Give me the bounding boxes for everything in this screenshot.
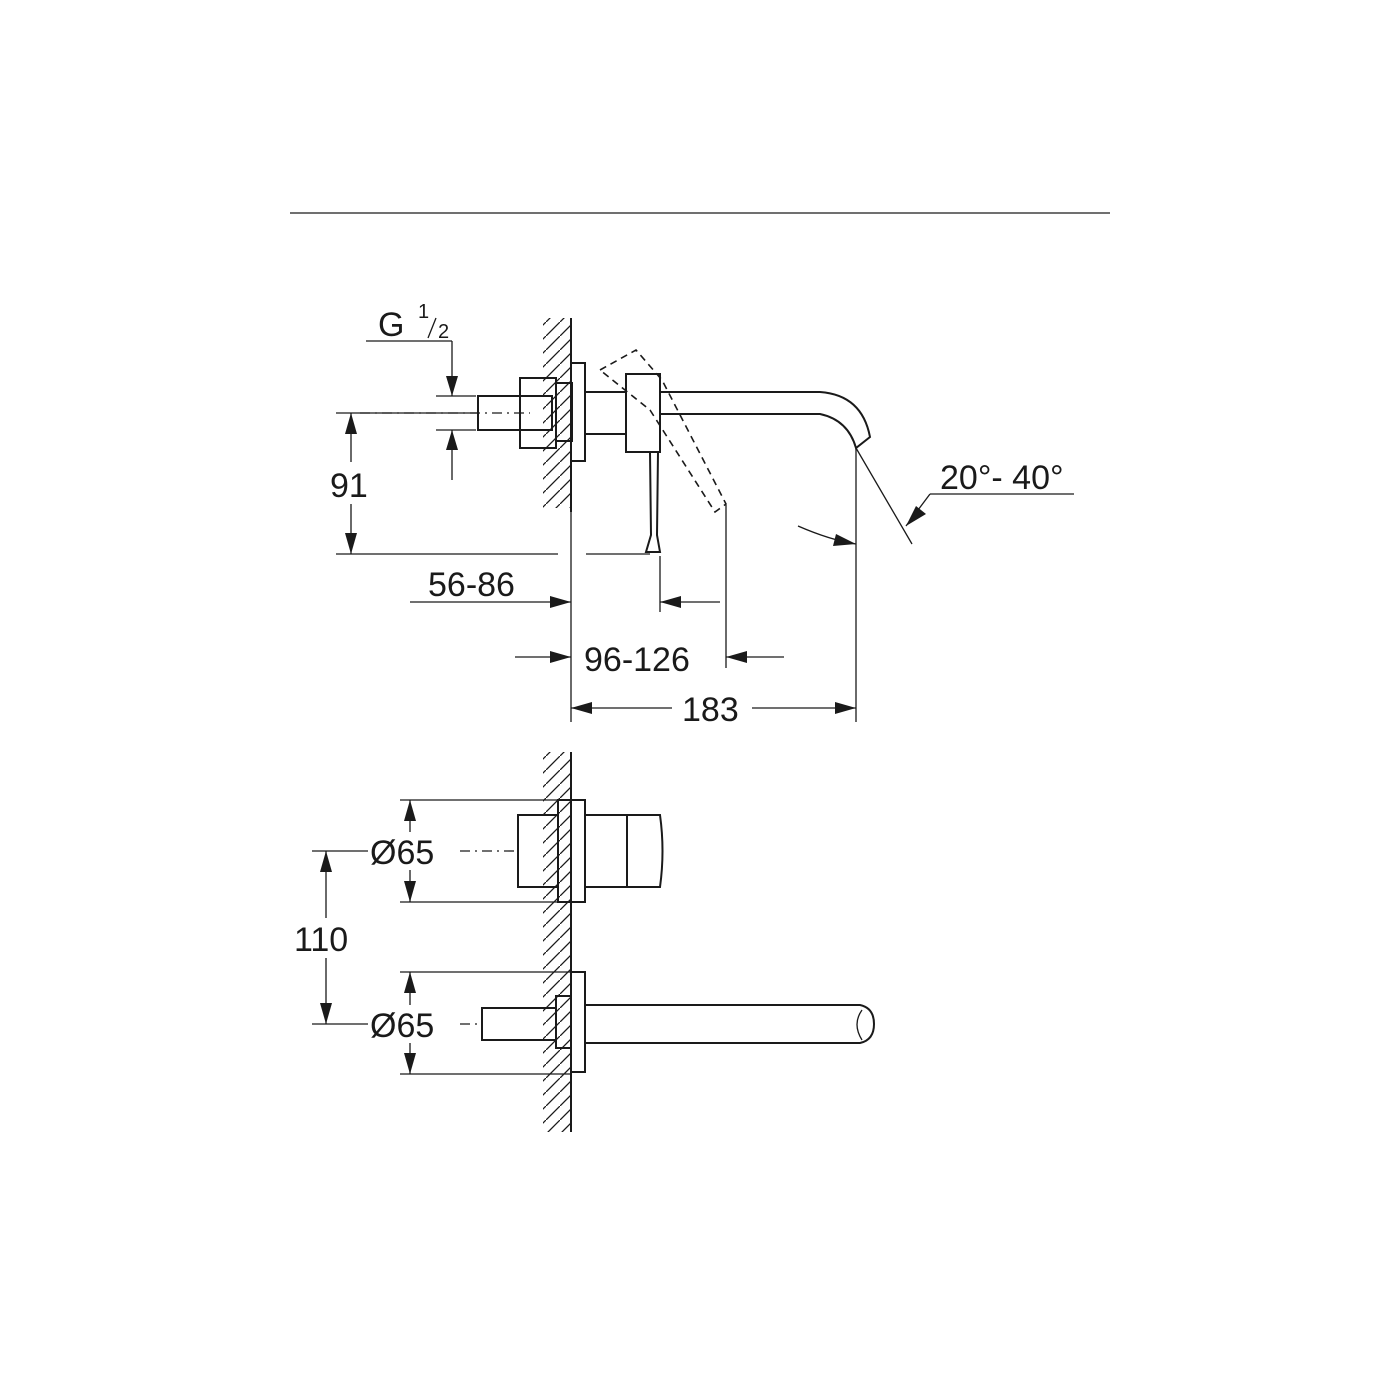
projection-dimension: 183 (571, 448, 857, 729)
height-dim-label: 91 (330, 467, 368, 505)
upper-diameter-dimension: Ø65 (368, 799, 558, 903)
centre-distance-label: 110 (294, 921, 348, 959)
angle-dimension: 20°- 40° (797, 447, 1074, 546)
thread-denominator: 2 (438, 321, 449, 343)
thread-callout: G 1 2 (366, 301, 476, 480)
lever-handle (644, 451, 662, 553)
depth-dim-2-label: 96-126 (584, 641, 690, 679)
thread-letter: G (378, 306, 404, 344)
depth-dim-1-label: 56-86 (428, 566, 515, 604)
height-dimension: 91 (326, 412, 650, 555)
depth-dimension-2: 96-126 (515, 505, 784, 679)
lower-diameter-dimension: Ø65 (368, 971, 571, 1075)
handle-assembly (517, 799, 664, 903)
spout-assembly (481, 971, 876, 1073)
lower-diameter-label: Ø65 (370, 1007, 434, 1045)
side-view: G 1 2 91 56-86 (326, 301, 1074, 729)
spout (659, 391, 872, 450)
lever-handle-rotated (598, 348, 728, 514)
upper-diameter-label: Ø65 (370, 834, 434, 872)
depth-dimension-1: 56-86 (410, 512, 720, 722)
front-view: Ø65 110 Ø65 (292, 752, 876, 1132)
projection-dim-label: 183 (682, 691, 739, 729)
angle-dim-label: 20°- 40° (940, 459, 1064, 497)
centre-distance-dimension: 110 (292, 850, 368, 1025)
thread-numerator: 1 (418, 301, 429, 323)
